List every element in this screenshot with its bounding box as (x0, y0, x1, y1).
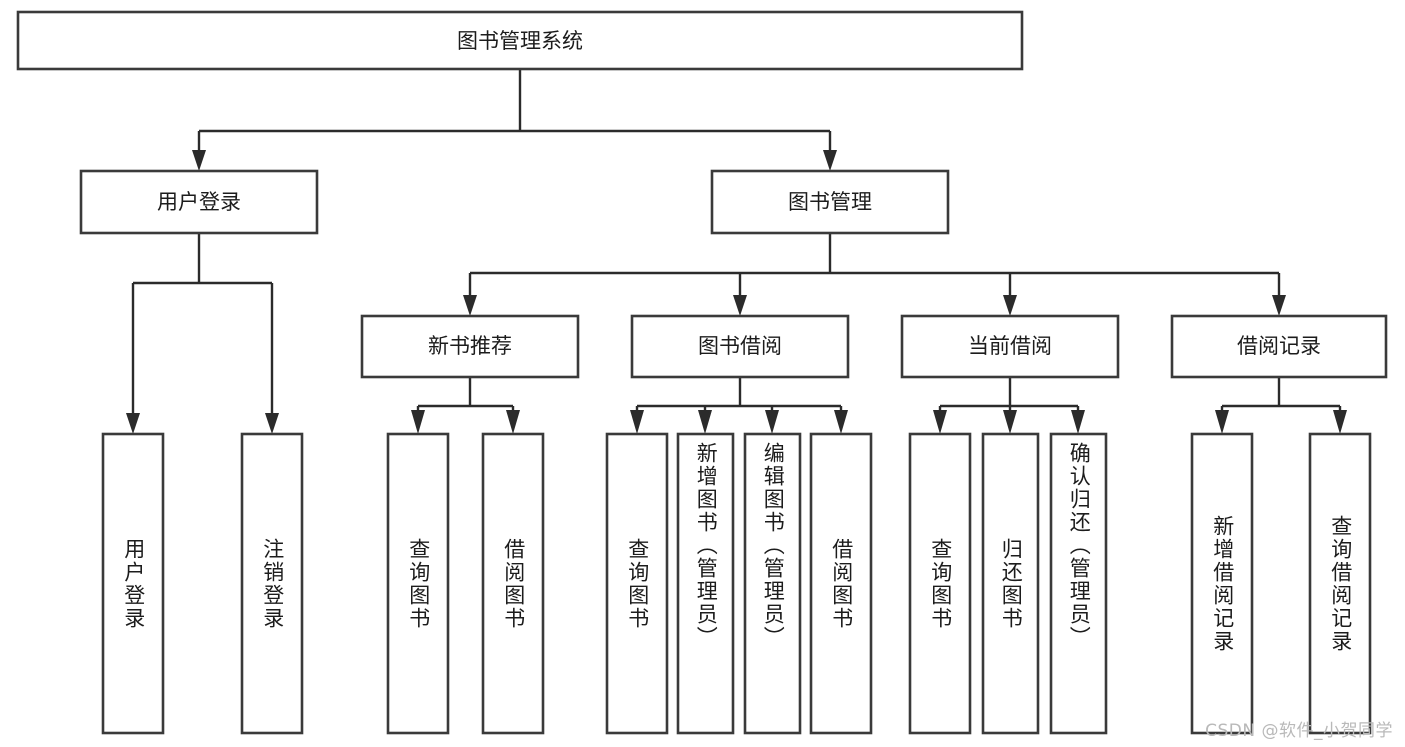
arrow-head-leaf-borrow-book-1 (506, 410, 520, 434)
node-book-manage[interactable]: 图书管理 (710, 169, 950, 235)
node-leaf-user-login-box[interactable] (101, 432, 165, 735)
node-leaf-confirm-return-box[interactable] (1049, 432, 1108, 735)
node-current-borrow-label: 当前借阅 (968, 334, 1052, 358)
arrow-head-leaf-edit-book (765, 410, 779, 434)
arrow-head-current-borrow (1003, 295, 1017, 316)
node-book-manage-label: 图书管理 (788, 190, 872, 214)
arrow-head-book-manage (823, 150, 837, 171)
arrow-head-book-borrow (733, 295, 747, 316)
node-root-system-box[interactable] (16, 10, 1024, 71)
node-leaf-query-record-box[interactable] (1308, 432, 1372, 735)
node-leaf-user-logout-box[interactable] (240, 432, 304, 735)
node-leaf-borrow-book-2-box[interactable] (809, 432, 873, 735)
csdn-watermark: CSDN @软件_小贺同学 (1205, 721, 1393, 741)
node-leaf-query-book-1-box[interactable] (386, 432, 450, 735)
node-book-borrow[interactable]: 图书借阅 (630, 314, 850, 379)
node-leaf-return-book-box[interactable] (981, 432, 1040, 735)
arrow-head-leaf-borrow-book-2 (834, 410, 848, 434)
node-leaf-borrow-book-1-box[interactable] (481, 432, 545, 735)
node-book-borrow-label: 图书借阅 (698, 334, 782, 358)
node-leaf-add-record-box[interactable] (1190, 432, 1254, 735)
arrow-head-leaf-query-record (1333, 410, 1347, 434)
arrow-head-leaf-user-login (126, 413, 140, 434)
node-leaf-query-book-3-box[interactable] (908, 432, 972, 735)
node-book-manage-box[interactable] (710, 169, 950, 235)
arrow-head-leaf-add-book (698, 410, 712, 434)
arrow-head-leaf-query-book-1 (411, 410, 425, 434)
node-user-login-box[interactable] (79, 169, 319, 235)
node-current-borrow-box[interactable] (900, 314, 1120, 379)
leaf-node-layer (101, 432, 1372, 735)
arrow-head-leaf-query-book-2 (630, 410, 644, 434)
node-borrow-record-box[interactable] (1170, 314, 1388, 379)
node-new-book-recommend-box[interactable] (360, 314, 580, 379)
arrow-head-new-book-recommend (463, 295, 477, 316)
node-leaf-edit-book-box[interactable] (743, 432, 802, 735)
connector-layer (126, 69, 1347, 434)
arrow-head-leaf-user-logout (265, 413, 279, 434)
arrow-head-leaf-return-book (1003, 410, 1017, 434)
node-new-book-recommend-label: 新书推荐 (428, 334, 512, 358)
node-current-borrow[interactable]: 当前借阅 (900, 314, 1120, 379)
node-root-system[interactable]: 图书管理系统 (16, 10, 1024, 71)
node-book-borrow-box[interactable] (630, 314, 850, 379)
arrow-head-leaf-query-book-3 (933, 410, 947, 434)
node-user-login-label: 用户登录 (157, 190, 241, 214)
node-borrow-record[interactable]: 借阅记录 (1170, 314, 1388, 379)
node-user-login[interactable]: 用户登录 (79, 169, 319, 235)
node-borrow-record-label: 借阅记录 (1237, 334, 1321, 358)
node-new-book-recommend[interactable]: 新书推荐 (360, 314, 580, 379)
node-root-system-label: 图书管理系统 (457, 29, 583, 53)
node-leaf-query-book-2-box[interactable] (605, 432, 669, 735)
arrow-head-user-login (192, 150, 206, 171)
arrow-head-borrow-record (1272, 295, 1286, 316)
arrow-head-leaf-add-record (1215, 410, 1229, 434)
node-leaf-add-book-box[interactable] (676, 432, 735, 735)
arrow-head-leaf-confirm-return (1071, 410, 1085, 434)
